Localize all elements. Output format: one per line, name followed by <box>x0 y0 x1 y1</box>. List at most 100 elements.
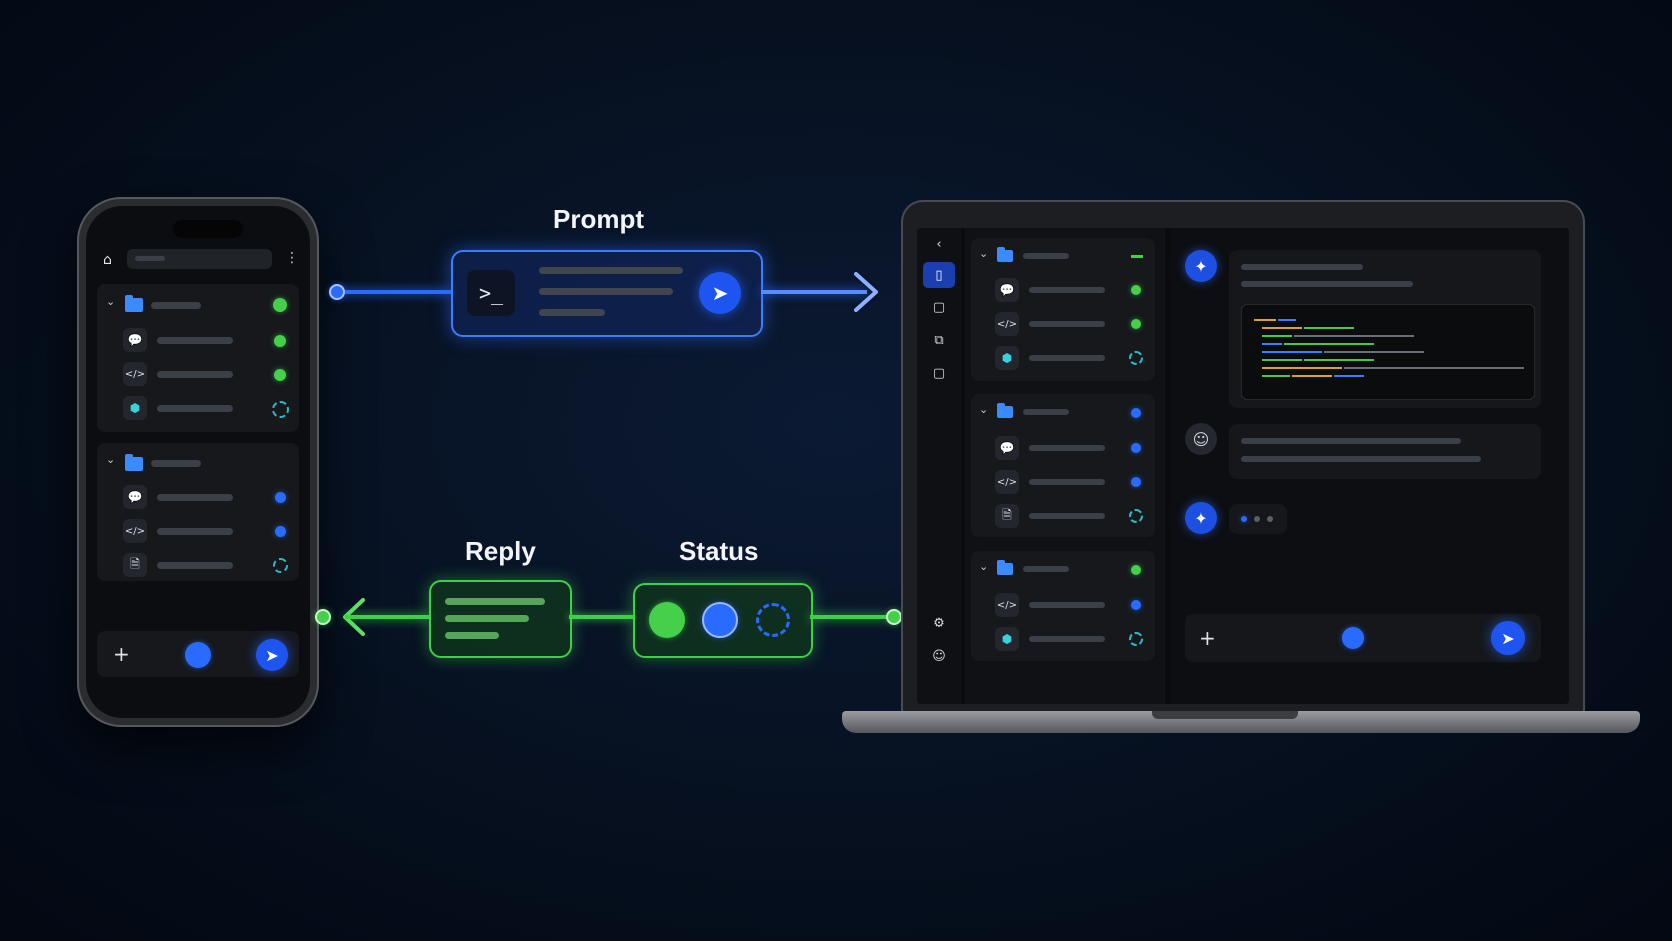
reply-label: Reply <box>465 536 536 566</box>
project-group-2: ⌄ 💬 </> 🗎 <box>97 443 299 581</box>
reply-target-node <box>315 609 331 625</box>
status-label: Status <box>679 536 759 566</box>
back-icon[interactable]: ‹ <box>936 236 942 252</box>
phone-screen: ⌂ ⋮ ⌄ 💬 </> ⬢ ⌄ 💬 <box>86 206 310 718</box>
prompt-origin-node <box>329 284 345 300</box>
chevron-down-icon[interactable]: ⌄ <box>979 560 989 573</box>
status-complete-indicator <box>649 602 685 638</box>
code-icon[interactable]: </> <box>123 362 147 386</box>
status-dot-blue <box>1131 408 1141 418</box>
status-box <box>633 583 813 658</box>
document-icon[interactable]: 🗎 <box>995 504 1019 528</box>
user-avatar-icon: ☺ <box>1185 423 1217 455</box>
chat-icon[interactable]: 💬 <box>995 278 1019 302</box>
plus-icon[interactable]: + <box>113 642 130 666</box>
phone-search-bar[interactable] <box>127 249 272 269</box>
chat-icon[interactable]: 💬 <box>123 485 147 509</box>
chat-panel: ✦ <box>1171 228 1569 704</box>
typing-indicator <box>1229 504 1287 534</box>
record-icon[interactable] <box>185 642 211 668</box>
laptop-screen: ‹ ▯ ▢ ⧉ ▢ ⚙ ☺ ⌄ 💬 </> ⬢ <box>917 228 1569 704</box>
assistant-avatar-icon: ✦ <box>1185 250 1217 282</box>
status-pending-ring <box>1129 351 1143 365</box>
status-dot-blue <box>275 526 286 537</box>
code-icon[interactable]: </> <box>995 593 1019 617</box>
record-icon[interactable] <box>1342 627 1364 649</box>
home-icon[interactable]: ⌂ <box>103 252 112 268</box>
square-icon[interactable]: ▢ <box>932 299 946 315</box>
send-button[interactable]: ➤ <box>1491 621 1525 655</box>
status-pending-ring <box>273 558 288 573</box>
project-group-1: ⌄ 💬 </> ⬢ <box>97 284 299 432</box>
phone-notch <box>173 220 243 238</box>
status-reply-line <box>569 615 633 619</box>
code-icon[interactable]: </> <box>995 470 1019 494</box>
cube-icon[interactable]: ⬢ <box>123 396 147 420</box>
plus-icon[interactable]: + <box>1199 626 1216 650</box>
status-pending-ring <box>1129 509 1143 523</box>
chat-icon[interactable]: 💬 <box>123 328 147 352</box>
status-dot-green <box>274 335 286 347</box>
project-group-2: ⌄ 💬 </> 🗎 <box>971 394 1155 537</box>
status-dot-blue <box>1131 443 1141 453</box>
status-dot-green <box>1131 285 1141 295</box>
status-dot-blue <box>1131 600 1141 610</box>
folder-icon <box>125 295 143 312</box>
chevron-down-icon[interactable]: ⌄ <box>106 453 116 466</box>
status-dot-green <box>1131 319 1141 329</box>
folder-icon <box>997 247 1013 262</box>
chevron-down-icon[interactable]: ⌄ <box>979 247 989 260</box>
cube-icon[interactable]: ⬢ <box>995 346 1019 370</box>
prompt-connector-line <box>338 290 451 294</box>
reply-box <box>429 580 572 658</box>
prompt-arrow-line <box>761 290 867 294</box>
folder-icon <box>125 454 143 471</box>
status-pending-ring <box>272 401 289 418</box>
status-pending-indicator <box>756 603 790 637</box>
status-origin-node <box>886 609 902 625</box>
chat-icon[interactable]: 💬 <box>995 436 1019 460</box>
status-dot-blue <box>275 492 286 503</box>
status-dash-green <box>1131 255 1143 258</box>
laptop-composer: + ➤ <box>1185 614 1541 662</box>
prompt-box: >_ ➤ <box>451 250 763 337</box>
copy-icon[interactable]: ▢ <box>932 365 946 381</box>
chevron-down-icon[interactable]: ⌄ <box>979 403 989 416</box>
chevron-down-icon[interactable]: ⌄ <box>106 295 116 308</box>
project-group-1: ⌄ 💬 </> ⬢ <box>971 238 1155 381</box>
status-dot-green <box>274 369 286 381</box>
group-title-placeholder <box>151 460 201 467</box>
status-dot-green <box>1131 565 1141 575</box>
code-icon[interactable]: </> <box>123 519 147 543</box>
cube-icon[interactable]: ⬢ <box>995 627 1019 651</box>
user-message <box>1229 424 1541 479</box>
phone-device: ⌂ ⋮ ⌄ 💬 </> ⬢ ⌄ 💬 <box>77 197 319 727</box>
status-dot-blue <box>1131 477 1141 487</box>
terminal-icon: >_ <box>467 270 515 316</box>
status-pending-ring <box>1129 632 1143 646</box>
document-icon[interactable]: 🗎 <box>123 553 147 577</box>
status-dot-green <box>273 298 287 312</box>
status-connector-line <box>810 615 888 619</box>
app-sidebar: ‹ ▯ ▢ ⧉ ▢ ⚙ ☺ <box>917 228 961 704</box>
panel-icon[interactable]: ▯ <box>923 262 955 288</box>
prompt-arrowhead <box>854 272 878 312</box>
settings-icon[interactable]: ⚙ <box>933 615 945 631</box>
send-button[interactable]: ➤ <box>256 639 288 671</box>
code-block <box>1241 304 1535 400</box>
laptop-base <box>842 711 1640 733</box>
account-icon[interactable]: ☺ <box>932 648 946 664</box>
folder-icon <box>997 403 1013 418</box>
project-list: ⌄ 💬 </> ⬢ ⌄ 💬 <box>965 228 1165 704</box>
reply-arrow-line <box>345 615 430 619</box>
group-title-placeholder <box>151 302 201 309</box>
code-icon[interactable]: </> <box>995 312 1019 336</box>
edit-icon[interactable]: ⧉ <box>934 332 944 348</box>
phone-composer: + ➤ <box>97 631 299 677</box>
assistant-message <box>1229 250 1541 408</box>
more-vertical-icon[interactable]: ⋮ <box>285 250 299 266</box>
laptop-device: ‹ ▯ ▢ ⧉ ▢ ⚙ ☺ ⌄ 💬 </> ⬢ <box>901 200 1585 716</box>
send-icon[interactable]: ➤ <box>699 272 741 314</box>
assistant-avatar-icon: ✦ <box>1185 502 1217 534</box>
prompt-label: Prompt <box>553 204 644 234</box>
